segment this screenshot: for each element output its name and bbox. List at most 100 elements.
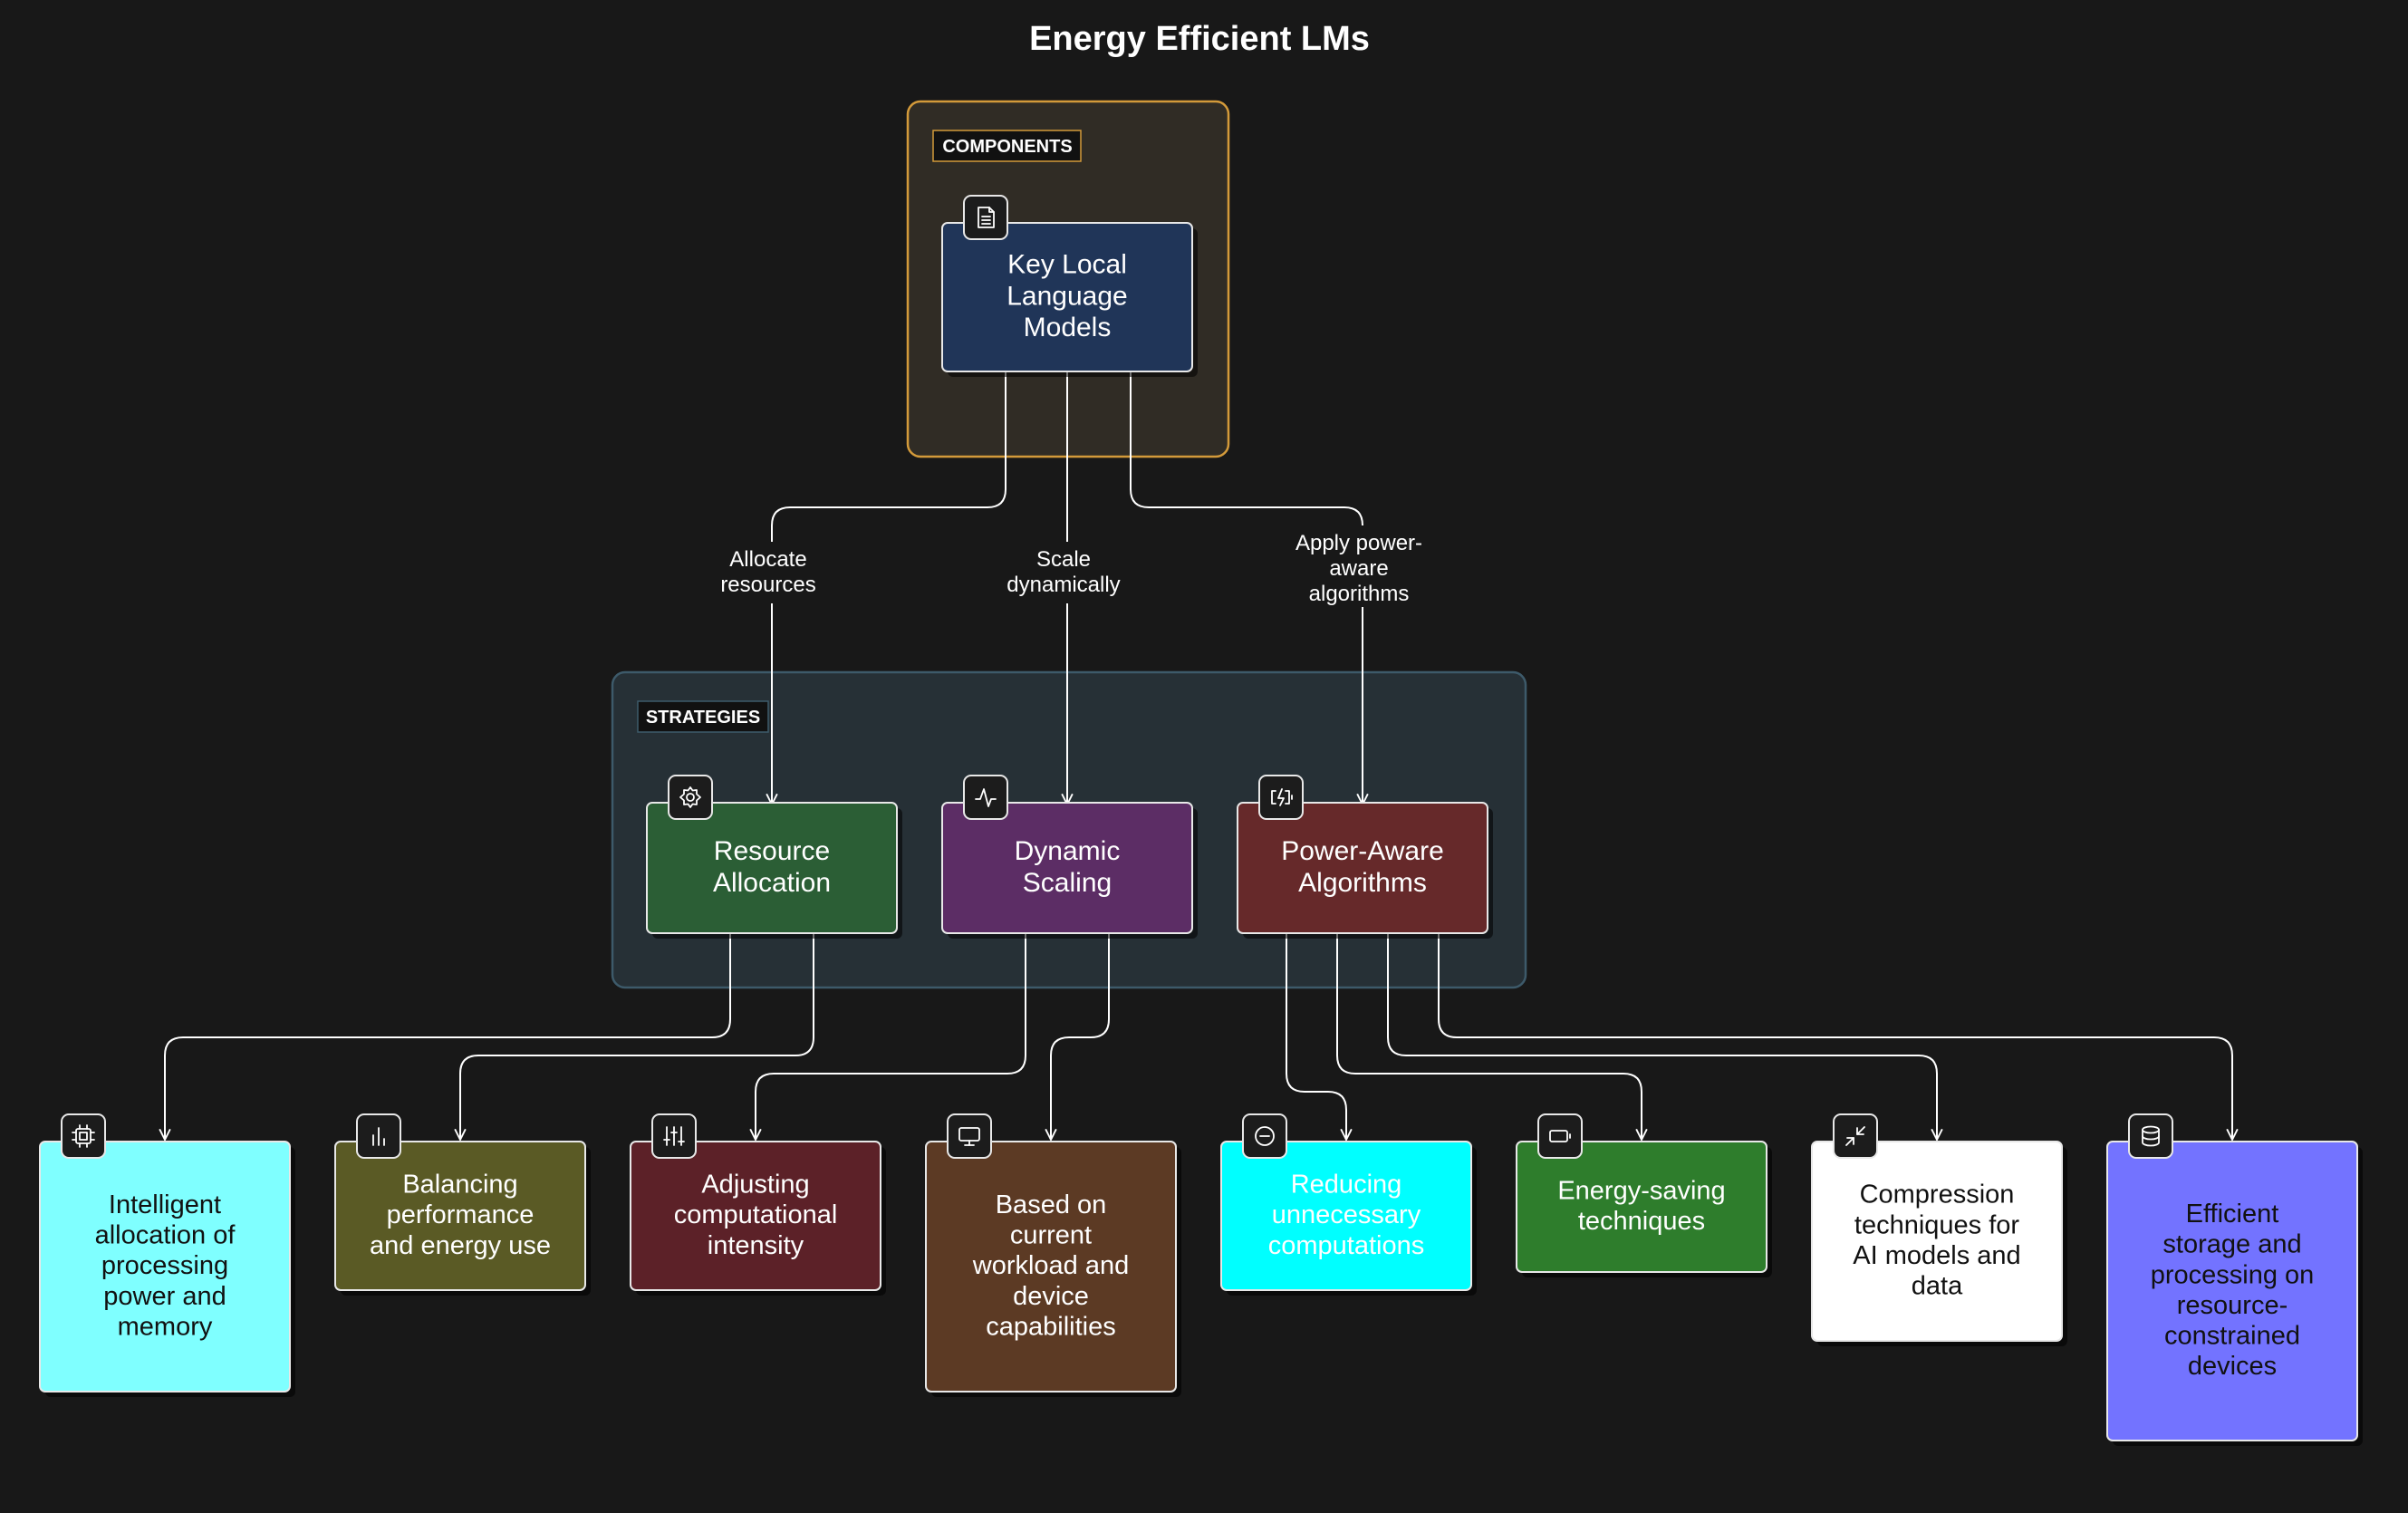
edge-label-apply-line2: aware xyxy=(1329,556,1388,581)
node-efficient-line: processing on xyxy=(2151,1260,2315,1289)
edge-power-energy xyxy=(1336,933,1642,1140)
node-compression-line: techniques for xyxy=(1854,1210,2020,1239)
cpu-icon xyxy=(61,1113,106,1159)
minimize-icon xyxy=(1833,1113,1878,1159)
bar-chart-icon xyxy=(356,1113,401,1159)
node-adjusting-line: computational xyxy=(674,1200,838,1229)
edge-label-scale-line1: Scale xyxy=(1036,547,1091,572)
database-icon xyxy=(2128,1113,2173,1159)
diagram-title: Energy Efficient LMs xyxy=(1029,20,1370,58)
node-efficient-box xyxy=(2106,1141,2358,1441)
node-adjusting-box xyxy=(630,1141,881,1291)
edge-apply xyxy=(1130,371,1363,805)
node-based-on-line: device xyxy=(1013,1282,1089,1311)
node-key-models-line: Key Local xyxy=(1007,250,1127,280)
edge-power-compression xyxy=(1387,933,1937,1140)
minus-circle-icon xyxy=(1242,1113,1287,1159)
node-based-on-line: capabilities xyxy=(986,1312,1115,1341)
edge-power-reducing xyxy=(1286,933,1346,1140)
node-adjusting-line: intensity xyxy=(708,1231,804,1260)
edge-label-scale-line2: dynamically xyxy=(1007,573,1120,597)
edge-label-apply-line1: Apply power- xyxy=(1296,531,1422,555)
node-intelligent-line: power and xyxy=(103,1282,226,1311)
node-resource-alloc-line: Allocation xyxy=(713,868,831,898)
node-intelligent-line: processing xyxy=(101,1251,228,1280)
node-key-models-line: Language xyxy=(1007,281,1127,311)
edges-bottom xyxy=(165,933,2232,1140)
edge-resource-intelligent xyxy=(165,933,731,1140)
sliders-icon xyxy=(651,1113,697,1159)
node-key-models-box xyxy=(941,222,1193,372)
node-power-aware-line: Algorithms xyxy=(1298,868,1427,898)
node-power-aware-line: Power-Aware xyxy=(1281,836,1444,866)
edge-allocate xyxy=(772,371,1007,805)
node-reducing-line: computations xyxy=(1268,1231,1425,1260)
activity-icon xyxy=(963,775,1008,820)
monitor-icon xyxy=(947,1113,992,1159)
node-reducing-line: unnecessary xyxy=(1272,1200,1421,1229)
node-intelligent-line: Intelligent xyxy=(109,1190,221,1219)
gear-icon xyxy=(668,775,713,820)
node-key-models-line: Models xyxy=(1024,313,1112,342)
node-power-aware-box xyxy=(1237,802,1488,934)
edge-label-allocate-line2: resources xyxy=(720,573,815,597)
node-compression-box xyxy=(1811,1141,2063,1342)
node-intelligent-line: memory xyxy=(118,1312,213,1341)
node-dynamic-scaling-line: Dynamic xyxy=(1015,836,1121,866)
node-balancing-box xyxy=(334,1141,586,1291)
edge-power-efficient xyxy=(1438,933,2232,1140)
node-efficient-line: storage and xyxy=(2162,1230,2301,1259)
node-efficient-line: constrained xyxy=(2164,1322,2300,1351)
node-resource-alloc-box xyxy=(646,802,898,934)
node-based-on-line: current xyxy=(1010,1220,1092,1249)
node-energy-saving-line: techniques xyxy=(1578,1207,1705,1236)
edge-resource-balancing xyxy=(460,933,814,1140)
node-efficient-line: resource- xyxy=(2177,1291,2288,1320)
edge-label-allocate-line1: Allocate xyxy=(729,547,806,572)
edge-dynamic-based xyxy=(1051,933,1110,1140)
node-energy-saving-box xyxy=(1516,1141,1767,1273)
node-energy-saving-line: Energy-saving xyxy=(1557,1176,1725,1205)
node-compression-line: AI models and xyxy=(1853,1241,2020,1270)
edge-label-allocate: Allocate resources xyxy=(708,542,835,603)
edge-label-apply: Apply power- aware algorithms xyxy=(1285,525,1439,607)
node-compression-line: data xyxy=(1912,1272,1963,1301)
nodes-layer: Key LocalLanguageModelsResourceAllocatio… xyxy=(39,195,2363,1446)
node-compression-line: Compression xyxy=(1860,1181,2015,1209)
edge-label-scale: Scale dynamically xyxy=(997,542,1132,603)
node-intelligent-line: allocation of xyxy=(95,1220,236,1249)
battery-charging-icon xyxy=(1258,775,1304,820)
node-reducing-line: Reducing xyxy=(1291,1170,1402,1199)
node-intelligent-box xyxy=(39,1141,291,1393)
node-dynamic-scaling-box xyxy=(941,802,1193,934)
node-balancing-line: Balancing xyxy=(402,1170,517,1199)
battery-icon xyxy=(1537,1113,1583,1159)
node-balancing-line: performance xyxy=(387,1200,535,1229)
node-resource-alloc-line: Resource xyxy=(714,836,830,866)
node-balancing-line: and energy use xyxy=(370,1231,551,1260)
node-efficient-line: devices xyxy=(2188,1352,2277,1381)
node-based-on-line: workload and xyxy=(972,1251,1130,1280)
node-dynamic-scaling-line: Scaling xyxy=(1023,868,1112,898)
edge-dynamic-adjusting xyxy=(756,933,1026,1140)
strategies-group-label: STRATEGIES xyxy=(646,708,760,728)
node-efficient-line: Efficient xyxy=(2186,1200,2279,1229)
node-based-on-box xyxy=(925,1141,1177,1393)
node-adjusting-line: Adjusting xyxy=(701,1170,809,1199)
node-based-on-line: Based on xyxy=(996,1190,1107,1219)
edge-label-apply-line3: algorithms xyxy=(1309,582,1410,606)
